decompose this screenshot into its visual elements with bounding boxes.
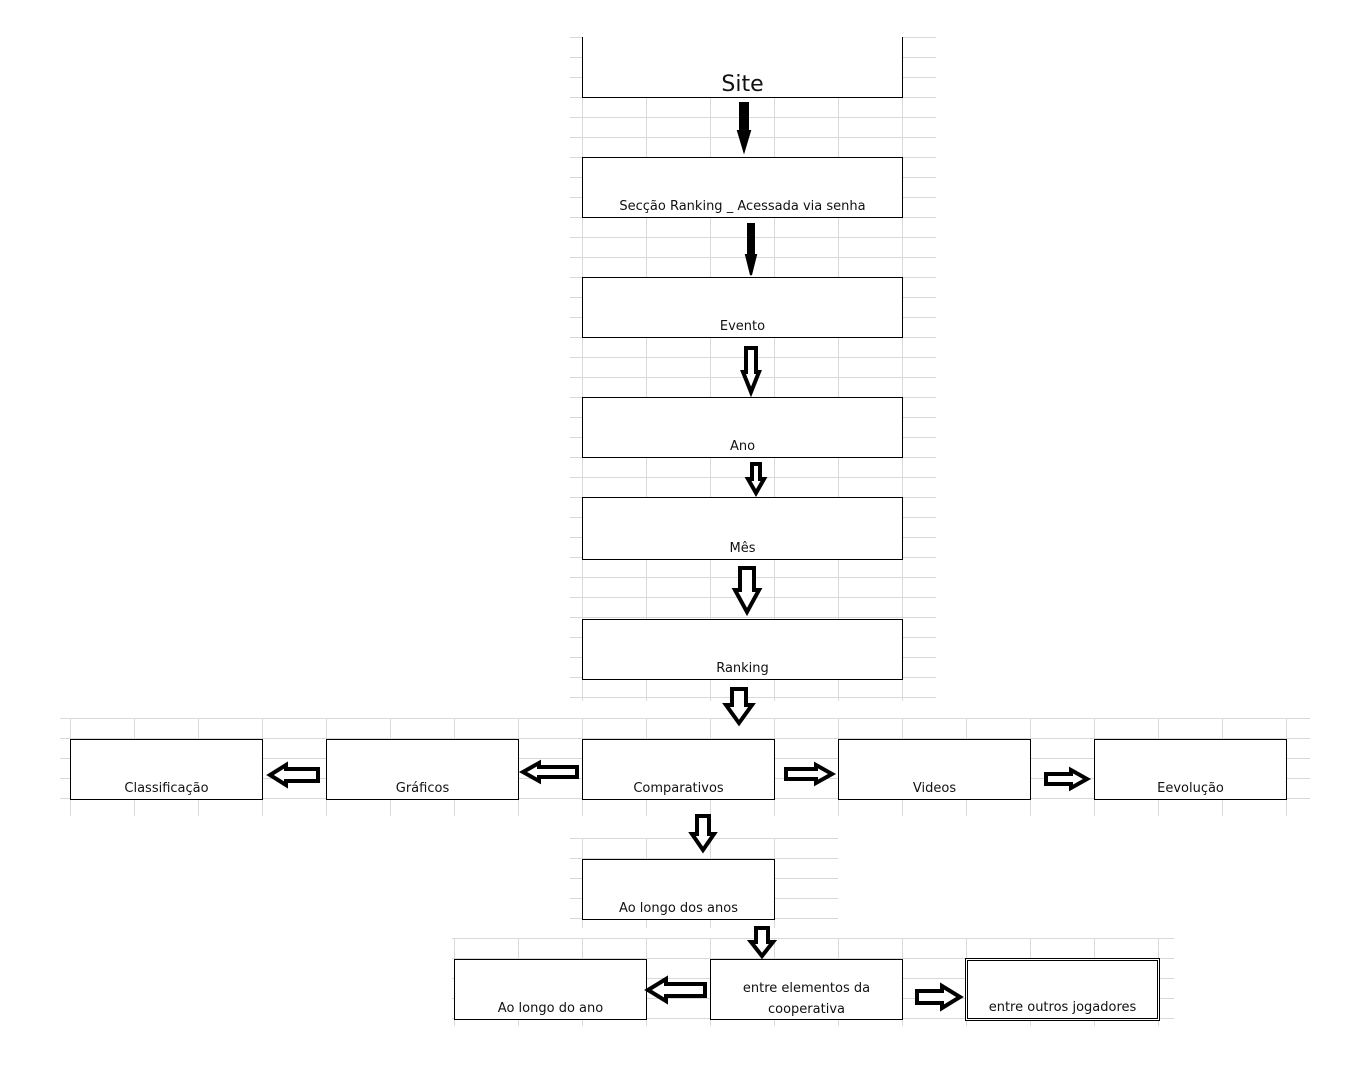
node-ao-longo-do-ano: Ao longo do ano: [454, 959, 647, 1020]
node-entre-outros: entre outros jogadores: [965, 958, 1160, 1021]
node-site: Site: [582, 37, 903, 98]
arrow-down-icon: [722, 687, 756, 727]
arrow-down-icon: [731, 566, 763, 617]
node-ano: Ano: [582, 397, 903, 458]
arrow-right-icon: [915, 982, 964, 1012]
node-classificacao: Classificação: [70, 739, 263, 800]
arrow-right-icon: [784, 761, 837, 787]
arrow-right-icon: [1044, 766, 1092, 792]
node-mes: Mês: [582, 497, 903, 560]
arrow-down-icon: [744, 462, 768, 498]
node-comparativos: Comparativos: [582, 739, 775, 800]
node-seccao-ranking: Secção Ranking _ Acessada via senha: [582, 157, 903, 218]
node-evolucao: Eevolução: [1094, 739, 1287, 800]
node-videos: Videos: [838, 739, 1031, 800]
node-ranking: Ranking: [582, 619, 903, 680]
node-ao-longo-dos-anos: Ao longo dos anos: [582, 859, 775, 920]
arrow-down-icon: [740, 346, 762, 398]
arrow-down-icon: [736, 102, 752, 155]
node-graficos: Gráficos: [326, 739, 519, 800]
arrow-left-icon: [644, 975, 707, 1005]
arrow-left-icon: [266, 761, 320, 789]
node-evento: Evento: [582, 277, 903, 338]
arrow-down-icon: [688, 814, 718, 854]
arrow-down-icon: [744, 223, 758, 276]
arrow-down-icon: [746, 926, 778, 960]
arrow-left-icon: [518, 759, 579, 785]
node-entre-elementos: entre elementos da cooperativa: [710, 959, 903, 1020]
